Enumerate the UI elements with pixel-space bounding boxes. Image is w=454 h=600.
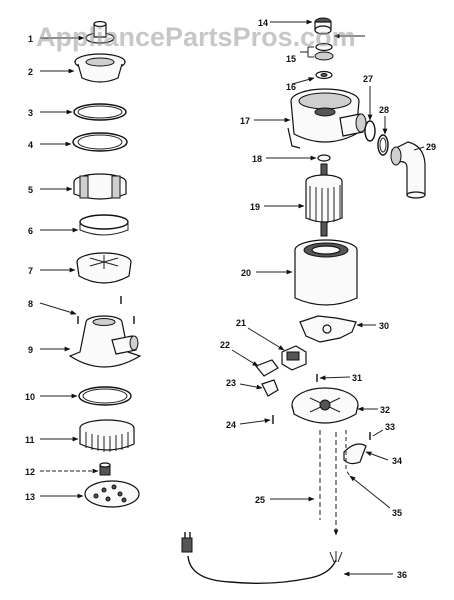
part-11-shredder-ring <box>79 419 135 452</box>
label-part-7: 7 <box>28 266 33 276</box>
part-32-end-bell <box>291 387 359 424</box>
part-19-rotor <box>305 163 343 237</box>
part-34-cover-plate <box>343 443 367 465</box>
watermark-text: AppliancePartsPros.com <box>36 22 356 52</box>
part-6-snap-ring <box>79 214 129 236</box>
part-10-gasket <box>78 386 132 406</box>
part-20-stator <box>294 239 358 306</box>
label-part-33: 33 <box>385 422 395 432</box>
label-part-19: 19 <box>250 202 260 212</box>
label-part-30: 30 <box>379 321 389 331</box>
part-14-screw <box>314 17 332 35</box>
label-part-31: 31 <box>352 373 362 383</box>
part-15-washers <box>314 42 334 61</box>
left-leader-lines <box>39 35 99 499</box>
label-part-23: 23 <box>226 378 236 388</box>
part-36-power-cord <box>181 532 343 585</box>
label-part-20: 20 <box>241 268 251 278</box>
label-part-22: 22 <box>220 340 230 350</box>
part-4-backup-ring <box>72 132 128 152</box>
part-22-actuator <box>255 359 279 377</box>
label-part-6: 6 <box>28 226 33 236</box>
label-part-13: 13 <box>25 492 35 502</box>
part-21-switch <box>281 345 307 371</box>
part-17-lower-housing <box>287 88 367 149</box>
label-part-28: 28 <box>379 105 389 115</box>
label-part-27: 27 <box>363 74 373 84</box>
label-part-16: 16 <box>286 82 296 92</box>
label-part-3: 3 <box>28 108 33 118</box>
part-13-flywheel-plate <box>84 480 140 508</box>
label-part-14: 14 <box>258 18 268 28</box>
label-part-35: 35 <box>392 508 402 518</box>
label-part-9: 9 <box>28 345 33 355</box>
part-27-gasket <box>364 120 376 142</box>
label-part-5: 5 <box>28 185 33 195</box>
label-part-24: 24 <box>226 420 236 430</box>
right-leader-lines <box>231 19 425 577</box>
part-12-nut <box>99 462 111 476</box>
label-part-25: 25 <box>255 495 265 505</box>
label-part-4: 4 <box>28 140 33 150</box>
label-part-8: 8 <box>28 299 33 309</box>
label-part-34: 34 <box>392 456 402 466</box>
part-29-discharge-elbow <box>390 141 426 199</box>
part-18-seal <box>317 154 331 162</box>
part-1-stopper <box>85 20 115 44</box>
part-9-upper-housing <box>68 315 142 368</box>
label-part-32: 32 <box>380 405 390 415</box>
label-part-12: 12 <box>25 467 35 477</box>
part-number-labels: 1 2 3 4 5 6 7 8 9 10 11 12 13 14 15 16 1… <box>25 18 436 580</box>
part-16-seal <box>315 70 333 80</box>
part-23-bracket <box>261 379 279 397</box>
part-3-gasket <box>73 103 127 121</box>
part-25-wires <box>319 430 351 536</box>
part-7-splash-guard <box>76 252 132 284</box>
part-2-sink-flange <box>74 53 126 83</box>
label-part-11: 11 <box>25 435 35 445</box>
label-part-2: 2 <box>28 67 33 77</box>
label-part-1: 1 <box>28 34 33 44</box>
label-part-17: 17 <box>240 116 250 126</box>
part-5-mounting-ring <box>73 173 127 200</box>
label-part-36: 36 <box>397 570 407 580</box>
label-part-15: 15 <box>286 54 296 64</box>
part-28-clamp <box>377 134 389 156</box>
label-part-29: 29 <box>426 142 436 152</box>
label-part-18: 18 <box>252 154 262 164</box>
label-part-10: 10 <box>25 392 35 402</box>
label-part-21: 21 <box>236 318 246 328</box>
